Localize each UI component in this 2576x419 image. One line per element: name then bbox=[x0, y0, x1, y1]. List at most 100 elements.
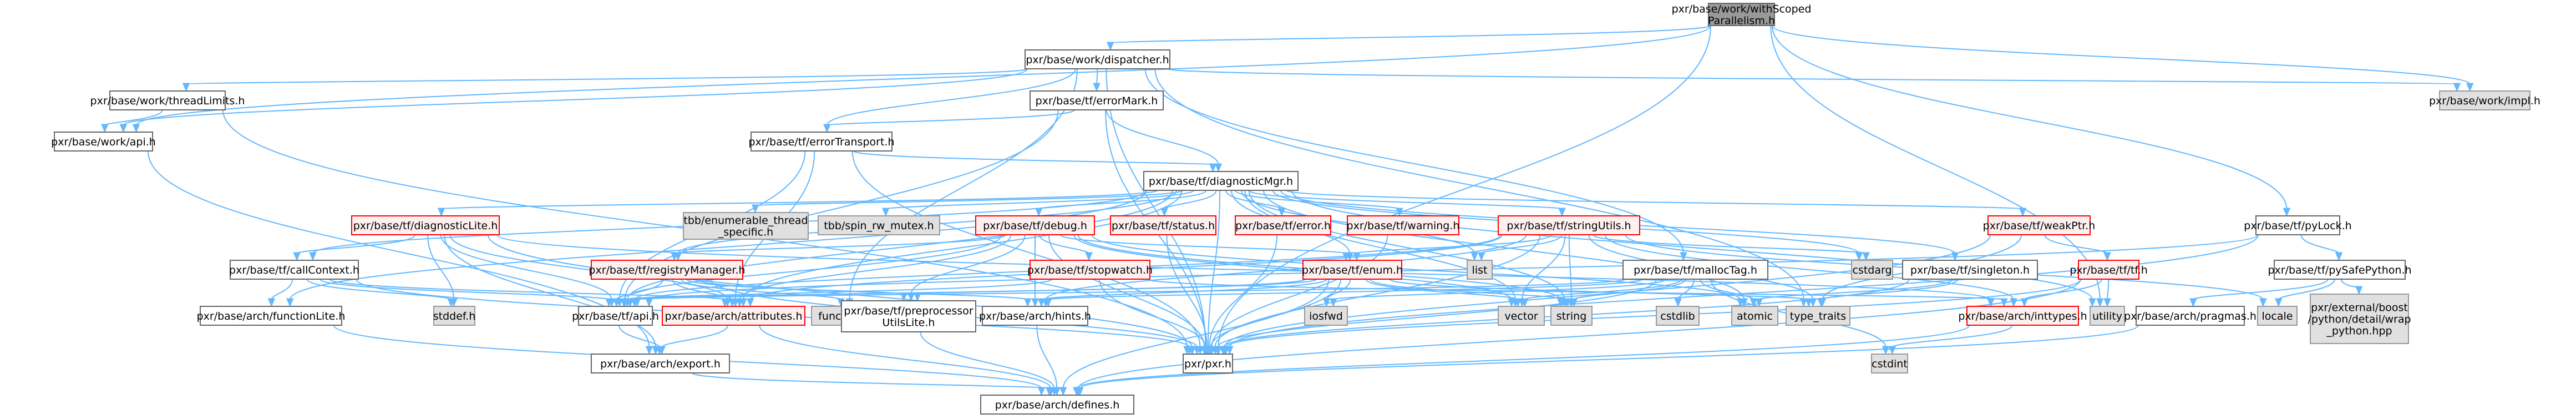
arrowhead-icon bbox=[1750, 298, 1758, 307]
node-mallocTag[interactable]: pxr/base/tf/mallocTag.h bbox=[1622, 260, 1768, 280]
node-defines[interactable]: pxr/base/arch/defines.h bbox=[980, 395, 1134, 415]
edge-enum-to-preprocessor bbox=[917, 279, 1317, 295]
edge-preprocessor-to-defines bbox=[920, 331, 1055, 389]
arrowhead-icon bbox=[101, 124, 109, 133]
node-box bbox=[1110, 215, 1216, 235]
edge-debug-to-atomic bbox=[1092, 234, 1741, 300]
edge-warning-to-pxr bbox=[1211, 234, 1388, 348]
node-workApi[interactable]: pxr/base/work/api.h bbox=[51, 132, 156, 152]
node-label: pxr/base/tf/stopwatch.h bbox=[1027, 264, 1153, 276]
node-pyLock[interactable]: pxr/base/tf/pyLock.h bbox=[2244, 215, 2352, 235]
edge-dispatcher-to-threadLimits bbox=[185, 68, 1028, 85]
node-warning[interactable]: pxr/base/tf/warning.h bbox=[1347, 215, 1460, 235]
node-weakPtr[interactable]: pxr/base/tf/weakPtr.h bbox=[1983, 215, 2096, 235]
node-box bbox=[578, 306, 653, 326]
edge-mallocTag-to-tfApi bbox=[636, 279, 1626, 300]
node-hints[interactable]: pxr/base/arch/hints.h bbox=[979, 306, 1091, 326]
node-registryManager[interactable]: pxr/base/tf/registryManager.h bbox=[589, 260, 746, 280]
node-callContext[interactable]: pxr/base/tf/callContext.h bbox=[229, 260, 359, 280]
edge-stringUtils-to-inttypes bbox=[1604, 234, 2015, 300]
node-diagnosticLite[interactable]: pxr/base/tf/diagnosticLite.h bbox=[351, 215, 500, 235]
node-tfApi[interactable]: pxr/base/tf/api.h bbox=[572, 306, 659, 326]
node-error[interactable]: pxr/base/tf/error.h bbox=[1235, 215, 1331, 235]
node-box bbox=[1025, 49, 1170, 69]
arrowhead-icon bbox=[2355, 286, 2363, 295]
edge-debug-to-pxr bbox=[1048, 234, 1205, 348]
node-enum[interactable]: pxr/base/tf/enum.h bbox=[1302, 260, 1403, 280]
node-cstdlib: cstdlib bbox=[1656, 306, 1700, 326]
arrowhead-icon bbox=[293, 252, 301, 261]
node-errorTransport[interactable]: pxr/base/tf/errorTransport.h bbox=[749, 132, 895, 152]
node-dispatcher[interactable]: pxr/base/work/dispatcher.h bbox=[1025, 49, 1170, 69]
edge-diagnosticMgr-to-string bbox=[1248, 190, 1565, 300]
node-label: cstdarg bbox=[1852, 264, 1892, 276]
node-label: pxr/base/tf/debug.h bbox=[983, 220, 1087, 232]
arrowhead-icon bbox=[626, 298, 634, 307]
node-pragmas[interactable]: pxr/base/arch/pragmas.h bbox=[2124, 306, 2256, 326]
edge-callContext-to-tfApi bbox=[319, 279, 610, 300]
edge-attributes-to-export bbox=[661, 325, 728, 348]
edge-stringUtils-to-list bbox=[1480, 234, 1563, 254]
node-locale: locale bbox=[2257, 306, 2298, 326]
node-label: pxr/base/tf/pyLock.h bbox=[2244, 220, 2351, 232]
node-debug[interactable]: pxr/base/tf/debug.h bbox=[975, 215, 1095, 235]
arrowhead-icon bbox=[823, 124, 831, 133]
node-stringUtils[interactable]: pxr/base/tf/stringUtils.h bbox=[1498, 215, 1640, 235]
nodes-layer: pxr/base/work/withScopedParallelism.hpxr… bbox=[51, 3, 2540, 415]
node-box bbox=[1304, 306, 1348, 326]
arrowhead-icon bbox=[2088, 298, 2096, 307]
node-attributes[interactable]: pxr/base/arch/attributes.h bbox=[662, 306, 805, 326]
node-box bbox=[2257, 306, 2298, 326]
node-box bbox=[1467, 260, 1493, 280]
arrowhead-icon bbox=[671, 252, 678, 261]
node-pySafePython[interactable]: pxr/base/tf/pySafePython.h bbox=[2268, 260, 2412, 280]
edge-diagnosticLite-to-attributes bbox=[449, 234, 728, 300]
node-label: pxr/base/arch/attributes.h bbox=[665, 310, 803, 322]
node-threadLimits[interactable]: pxr/base/work/threadLimits.h bbox=[90, 90, 245, 110]
node-export[interactable]: pxr/base/arch/export.h bbox=[591, 354, 730, 373]
edge-mallocTag-to-vector bbox=[1524, 279, 1682, 300]
node-label: pxr/base/work/impl.h bbox=[2429, 95, 2540, 107]
edge-debug-to-enum bbox=[1059, 234, 1347, 254]
arrowhead-icon bbox=[2103, 252, 2111, 261]
arrowhead-icon bbox=[1037, 298, 1046, 307]
node-box bbox=[662, 306, 805, 326]
edge-callContext-to-functionLite bbox=[271, 279, 293, 300]
arrowhead-icon bbox=[645, 298, 653, 307]
edge-diagnosticMgr-to-tfApi bbox=[627, 190, 1173, 300]
node-status[interactable]: pxr/base/tf/status.h bbox=[1110, 215, 1216, 235]
arrowhead-icon bbox=[721, 298, 729, 307]
node-functionLite[interactable]: pxr/base/arch/functionLite.h bbox=[197, 306, 346, 326]
node-tf[interactable]: pxr/base/tf/tf.h bbox=[2070, 260, 2148, 280]
arrowhead-icon bbox=[309, 252, 317, 261]
arrowhead-icon bbox=[1674, 298, 1682, 307]
edge-pyLock-to-tfApi bbox=[648, 234, 2259, 300]
arrowhead-icon bbox=[2466, 83, 2474, 92]
node-label: pxr/base/work/dispatcher.h bbox=[1026, 54, 1169, 66]
edge-withScoped-to-workImpl bbox=[1772, 25, 2471, 85]
arrowhead-icon bbox=[1804, 298, 1813, 307]
arrowhead-icon bbox=[2103, 298, 2111, 307]
node-inttypes[interactable]: pxr/base/arch/inttypes.h bbox=[1958, 306, 2087, 326]
edge-registryManager-to-tfApi bbox=[616, 279, 664, 300]
node-cstdint: cstdint bbox=[1871, 354, 1908, 373]
node-stopwatch[interactable]: pxr/base/tf/stopwatch.h bbox=[1027, 260, 1153, 280]
node-spinMutex: tbb/spin_rw_mutex.h bbox=[818, 215, 940, 235]
node-singleton[interactable]: pxr/base/tf/singleton.h bbox=[1902, 260, 2038, 280]
node-box bbox=[1498, 306, 1545, 326]
arrowhead-icon bbox=[182, 83, 190, 92]
arrowhead-icon bbox=[1193, 346, 1201, 355]
node-box bbox=[2310, 294, 2409, 344]
arrowhead-icon bbox=[2189, 298, 2197, 307]
edge-diagnosticMgr-to-pxr bbox=[1207, 190, 1221, 348]
node-diagnosticMgr[interactable]: pxr/base/tf/diagnosticMgr.h bbox=[1143, 171, 1299, 191]
arrowhead-icon bbox=[2010, 298, 2017, 307]
node-label: pxr/pxr.h bbox=[1184, 358, 1231, 370]
edge-pySafePython-to-pragmas bbox=[2192, 279, 2329, 300]
node-errorMark[interactable]: pxr/base/tf/errorMark.h bbox=[1030, 90, 1164, 110]
node-pxr[interactable]: pxr/pxr.h bbox=[1183, 354, 1233, 373]
node-label: pxr/base/tf/mallocTag.h bbox=[1634, 264, 1757, 276]
arrowhead-icon bbox=[1045, 387, 1053, 396]
